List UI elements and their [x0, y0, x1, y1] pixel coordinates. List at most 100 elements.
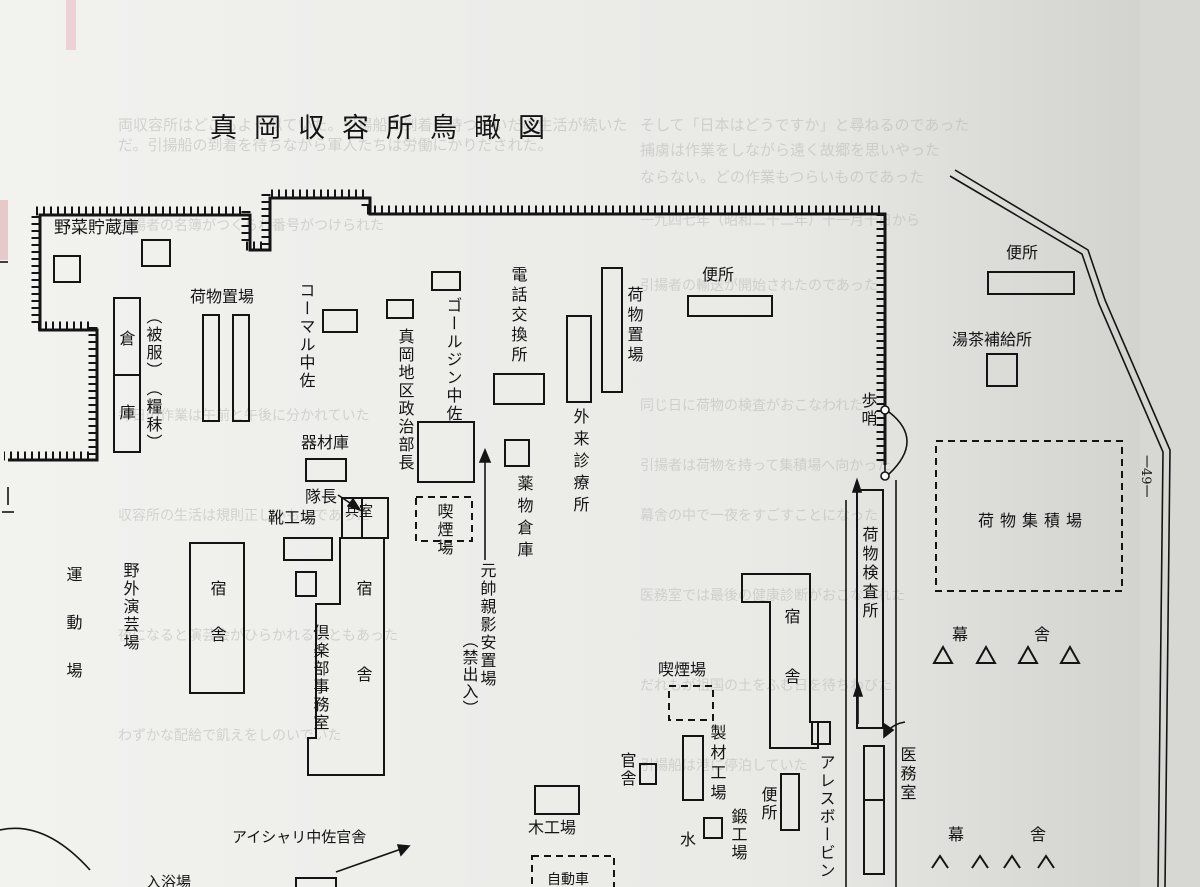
- tent-icon: [931, 854, 949, 869]
- svg-text:だれもが祖国の土をふむ日を待ちわびた: だれもが祖国の土をふむ日を待ちわびた: [640, 678, 892, 694]
- label-smoking-area-1: 喫煙場: [435, 503, 454, 557]
- svg-text:医務室では最後の健康診断がおこなわれた: 医務室では最後の健康診断がおこなわれた: [640, 587, 905, 604]
- tents: [931, 644, 1081, 869]
- svg-text:だ。引揚船の到着を待ちながら軍人たちは労働にかりだされた。: だ。引揚船の到着を待ちながら軍人たちは労働にかりだされた。: [118, 136, 553, 154]
- pharmacy-shed: [504, 439, 530, 467]
- woodshop: [534, 785, 580, 815]
- label-clinic: 外来診療所: [571, 408, 590, 518]
- label-medical: 医務室: [898, 746, 917, 803]
- latrine-2: [987, 271, 1075, 295]
- svg-text:夜になると演芸会がひらかれることもあった: 夜になると演芸会がひらかれることもあった: [118, 628, 398, 644]
- svg-text:わずかな配給で飢えをしのいでいた: わずかな配給で飢えをしのいでいた: [118, 728, 342, 744]
- tea-station: [986, 353, 1018, 387]
- politics-office: [386, 299, 414, 319]
- page-number: 一49一: [1138, 455, 1153, 498]
- latrine-3: [780, 773, 800, 831]
- label-tents-1: 幕舎: [952, 625, 1116, 644]
- label-inspection: 荷物検査所: [860, 526, 879, 621]
- shoe-factory: [283, 537, 333, 561]
- label-cargo-yard: 荷物集積場: [978, 511, 1088, 530]
- map-title: 真岡収容所鳥瞰図: [210, 113, 562, 144]
- label-club-office: 倶楽部事務室: [311, 624, 330, 732]
- goruzin-office: [431, 271, 461, 291]
- shed-b: [141, 239, 171, 267]
- latrine-1: [687, 295, 773, 317]
- label-aishari-house: アイシャリ中佐官舎: [232, 828, 366, 846]
- label-dormitory-3: 宿舎: [782, 608, 801, 728]
- svg-text:ならない。どの作業もつらいものであった: ならない。どの作業もつらいものであった: [640, 168, 924, 186]
- compound-wall: [4, 189, 887, 465]
- label-sentry: 歩哨: [859, 392, 878, 428]
- inspection-hall: [856, 489, 884, 729]
- tent-icon: [932, 644, 954, 664]
- telephone-bldg: [493, 373, 545, 405]
- label-outdoor-stage: 野外演芸場: [121, 562, 140, 652]
- label-forge: 鍛工場: [729, 808, 748, 862]
- label-latrine-2: 便所: [1006, 243, 1038, 262]
- komaru-office: [322, 309, 358, 333]
- club-dormitory: [307, 537, 385, 776]
- label-latrine-3: 便所: [759, 786, 778, 822]
- label-smoking-area-2: 喫煙場: [658, 660, 706, 679]
- storage-2: [601, 267, 623, 393]
- svg-text:毎日の作業は午前と午後に分かれていた: 毎日の作業は午前と午後に分かれていた: [118, 407, 370, 424]
- label-captain: 隊長: [305, 487, 337, 506]
- label-water: 水: [680, 830, 696, 849]
- storage-1b: [232, 314, 250, 422]
- tent-icon: [975, 644, 997, 664]
- labels-vertical: 倉 庫 （被服） （糧秣） コーマル中佐 真岡地区政治部長 ゴールジン中佐 電話…: [64, 266, 917, 880]
- clinic-bldg: [566, 315, 592, 403]
- svg-text:同じ日に荷物の検査がおこなわれた: 同じ日に荷物の検査がおこなわれた: [640, 398, 863, 414]
- tent-icon: [1017, 644, 1039, 664]
- svg-text:引揚者は荷物を持って集積場へ向かった: 引揚者は荷物を持って集積場へ向かった: [640, 457, 891, 474]
- official-house: [639, 763, 657, 785]
- svg-text:引揚者の輸送が開始されたのであった: 引揚者の輸送が開始されたのであった: [640, 277, 878, 294]
- label-sawmill: 製材工場: [708, 724, 727, 804]
- label-sports-ground: 運動場: [64, 566, 83, 710]
- medical-bldg: [863, 745, 885, 875]
- roads: [0, 405, 908, 887]
- svg-text:両収容所はどこもよく似ていた。引揚船の到着を待つあいだの生活: 両収容所はどこもよく似ていた。引揚船の到着を待つあいだの生活が続いた: [118, 116, 628, 134]
- red-tab-mark-top: [66, 0, 76, 50]
- label-kura: 倉: [117, 330, 136, 346]
- label-dormitory-1: 宿舎: [208, 580, 227, 672]
- label-clothing: （被服）: [144, 308, 163, 380]
- smoking-area-2: [668, 685, 714, 721]
- label-goruzin: ゴールジン中佐: [444, 297, 463, 423]
- tent-icon: [971, 854, 989, 869]
- label-equipment-store: 器材庫: [301, 433, 349, 452]
- tent-icon: [1037, 854, 1055, 869]
- car-depot: [531, 855, 615, 887]
- edge-marks: [0, 261, 14, 513]
- small-room: [811, 721, 831, 745]
- label-off-limits: （禁出入）: [460, 632, 479, 717]
- equipment-store: [305, 458, 347, 482]
- svg-text:捕虜は作業をしながら遠く故郷を思いやった: 捕虜は作業をしながら遠く故郷を思いやった: [640, 141, 940, 159]
- label-cargo-storage-2: 荷物置場: [625, 286, 644, 366]
- label-tea-station: 湯茶補給所: [952, 330, 1032, 349]
- tent-icon: [1059, 644, 1081, 664]
- label-aresubobin: アレスボービン: [817, 754, 836, 880]
- next-page-edge: [1140, 0, 1200, 887]
- dormitory-1: [189, 542, 245, 694]
- label-barracks: 兵室: [345, 503, 373, 520]
- label-tents-2: 幕舎: [948, 825, 1112, 844]
- smoking-area-1: [415, 496, 473, 542]
- central-bldg: [417, 421, 475, 483]
- label-political-chief: 真岡地区政治部長: [396, 328, 415, 472]
- label-pharmacy: 薬物倉庫: [515, 475, 534, 563]
- storage-1a: [202, 314, 220, 422]
- red-tab-mark: [0, 200, 8, 260]
- label-provisions: （糧秣）: [144, 380, 163, 452]
- svg-text:そして「日本はどうですか」と尋ねるのであった: そして「日本はどうですか」と尋ねるのであった: [640, 116, 969, 134]
- tent-icon: [1003, 854, 1021, 869]
- arrows: [335, 447, 906, 873]
- dormitory-3: [741, 573, 819, 749]
- svg-text:一九四七年（昭和二十二年）十一月十日から: 一九四七年（昭和二十二年）十一月十日から: [640, 213, 920, 229]
- bath-bldg: [295, 877, 337, 887]
- label-telephone: 電話交換所: [509, 266, 528, 366]
- dashed-areas: [415, 440, 1123, 887]
- label-car-depot: 自動車: [547, 871, 589, 887]
